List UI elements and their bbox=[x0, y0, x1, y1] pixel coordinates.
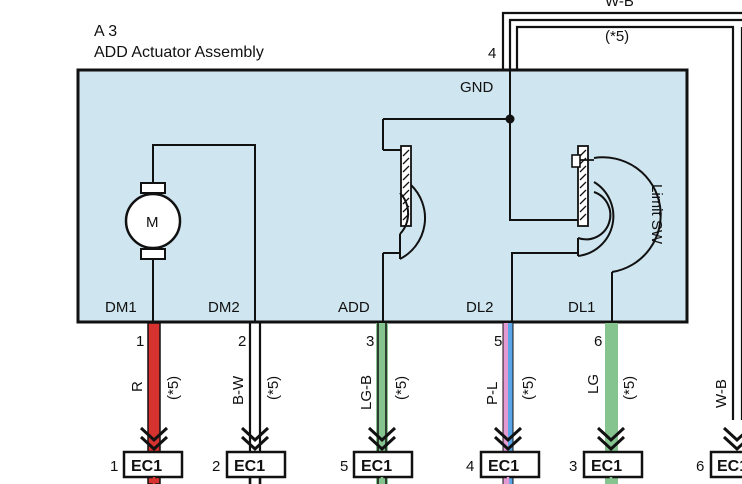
gnd-label: GND bbox=[460, 79, 494, 96]
terminal-label-dl2: DL2 bbox=[466, 299, 494, 316]
svg-text:EC1: EC1 bbox=[131, 458, 162, 475]
wire-label-b-w: B-W bbox=[230, 375, 247, 405]
ec-pin-2: 2 bbox=[212, 458, 220, 475]
gnd-junction bbox=[505, 114, 515, 124]
chevron-icon bbox=[240, 426, 270, 451]
gnd-pin: 4 bbox=[488, 45, 496, 62]
add-switch bbox=[383, 145, 426, 260]
wire-note-5: (*5) bbox=[520, 376, 537, 400]
wire-note-6: (*5) bbox=[621, 376, 638, 400]
wire-r bbox=[147, 322, 161, 484]
terminal-label-dl1: DL1 bbox=[568, 299, 596, 316]
ec-pin-1: 1 bbox=[110, 458, 118, 475]
wire-label-lg: LG bbox=[585, 374, 602, 394]
ec-pin-3: 3 bbox=[569, 458, 577, 475]
gnd-wire-top bbox=[501, 11, 742, 420]
svg-text:EC1: EC1 bbox=[361, 458, 392, 475]
wire-label-p-l: P-L bbox=[484, 382, 501, 405]
ec-connector-2: EC1 bbox=[225, 450, 287, 479]
component-name: ADD Actuator Assembly bbox=[94, 44, 264, 61]
chevron-icon bbox=[722, 426, 742, 451]
wire-label-r: R bbox=[129, 381, 146, 392]
svg-text:EC1: EC1 bbox=[234, 458, 265, 475]
terminal-label-add: ADD bbox=[338, 299, 370, 316]
pin-2: 2 bbox=[238, 333, 246, 350]
limit-switch bbox=[571, 145, 662, 273]
pin-3: 3 bbox=[366, 333, 374, 350]
ec-pin-5: 5 bbox=[340, 458, 348, 475]
motor-label: M bbox=[146, 214, 159, 231]
motor-symbol bbox=[124, 182, 182, 260]
terminal-label-dm1: DM1 bbox=[105, 299, 137, 316]
wire-note-2: (*5) bbox=[265, 376, 282, 400]
svg-text:EC1: EC1 bbox=[488, 458, 519, 475]
ec-pin-6: 6 bbox=[696, 458, 704, 475]
ec-connector-5: EC1 bbox=[352, 450, 414, 479]
component-ref: A 3 bbox=[94, 23, 117, 40]
wire-note-1: (*5) bbox=[165, 376, 182, 400]
terminal-label-dm2: DM2 bbox=[208, 299, 240, 316]
ec-connector-6: EC1 bbox=[709, 450, 742, 479]
svg-text:EC1: EC1 bbox=[717, 458, 742, 475]
gnd-top-wire-label: W-B bbox=[605, 0, 634, 10]
wire-stubs-bottom bbox=[152, 477, 613, 484]
ec-connector-4: EC1 bbox=[479, 450, 541, 479]
wire-note-3: (*5) bbox=[393, 376, 410, 400]
gnd-top-note: (*5) bbox=[605, 28, 629, 45]
ec-connector-1: EC1 bbox=[122, 450, 184, 479]
ec-pin-4: 4 bbox=[466, 458, 474, 475]
wire-label-lg-b: LG-B bbox=[358, 375, 375, 410]
gnd-side-wire-label: W-B bbox=[713, 379, 730, 408]
svg-text:EC1: EC1 bbox=[591, 458, 622, 475]
pin-6: 6 bbox=[594, 333, 602, 350]
internal-wiring bbox=[152, 70, 613, 322]
pin-1: 1 bbox=[136, 333, 144, 350]
ec-connector-3: EC1 bbox=[582, 450, 644, 479]
limit-sw-label: Limit SW bbox=[648, 184, 665, 245]
pin-5: 5 bbox=[494, 333, 502, 350]
